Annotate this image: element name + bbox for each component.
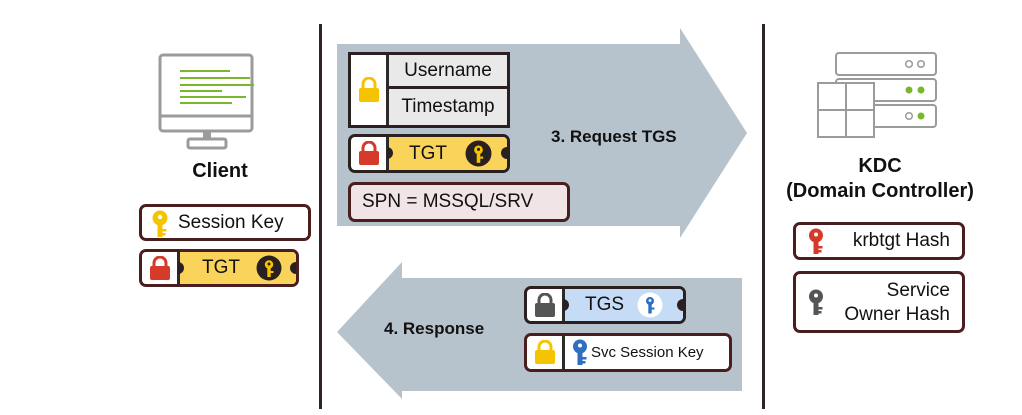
request-tgt-body: TGT	[387, 137, 507, 170]
request-tgt-box: TGT	[348, 134, 510, 173]
service-owner-hash-box: Service Owner Hash	[793, 271, 965, 333]
lock-icon	[359, 77, 379, 102]
key-icon	[809, 228, 823, 254]
key-icon	[256, 255, 282, 281]
token-notch-right-icon	[677, 299, 683, 311]
key-icon	[637, 292, 663, 318]
krbtgt-hash-label: krbtgt Hash	[852, 230, 950, 251]
session-key-box: Session Key	[139, 204, 311, 241]
monitor-icon	[158, 53, 254, 150]
kdc-title: KDC (Domain Controller)	[772, 154, 988, 204]
svc-session-key-box: Svc Session Key	[524, 333, 732, 372]
svc-session-key-label: Svc Session Key	[591, 344, 704, 361]
client-tgt-label: TGT	[202, 257, 240, 278]
token-notch-left-icon	[387, 147, 393, 159]
key-icon	[573, 339, 587, 365]
client-tgt-lock-cell	[142, 252, 180, 284]
key-icon	[465, 140, 492, 167]
token-notch-left-icon	[178, 262, 184, 274]
service-owner-line2: Owner Hash	[844, 304, 950, 325]
lock-icon	[359, 141, 379, 165]
server-icon	[817, 52, 937, 138]
token-notch-right-icon	[501, 147, 507, 159]
username-field: Username	[389, 55, 507, 89]
request-tgs-label: 3. Request TGS	[551, 127, 677, 146]
service-owner-line1: Service	[886, 280, 950, 301]
lock-icon	[535, 293, 555, 317]
client-tgt-box: TGT	[139, 249, 299, 287]
session-key-label: Session Key	[178, 211, 284, 233]
auth-lock-cell	[351, 55, 389, 125]
request-tgt-lock-cell	[351, 137, 389, 170]
response-label: 4. Response	[384, 319, 485, 338]
token-notch-right-icon	[290, 262, 296, 274]
timestamp-field: Timestamp	[389, 89, 507, 125]
lock-icon	[150, 256, 170, 280]
key-icon	[809, 289, 823, 315]
auth-block: Username Timestamp	[348, 52, 510, 128]
spn-box: SPN = MSSQL/SRV	[348, 182, 570, 222]
tgs-label: TGS	[585, 294, 625, 315]
spn-label: SPN = MSSQL/SRV	[362, 191, 534, 212]
service-owner-hash-label: Service Owner Hash	[844, 279, 950, 327]
lock-icon	[535, 340, 555, 364]
tgs-lock-cell	[527, 289, 565, 321]
key-icon	[152, 210, 168, 237]
client-tgt-body: TGT	[178, 252, 296, 284]
kdc-title-line2: (Domain Controller)	[786, 180, 974, 202]
token-notch-left-icon	[563, 299, 569, 311]
tgs-box: TGS	[524, 286, 686, 324]
krbtgt-hash-box: krbtgt Hash	[793, 222, 965, 260]
left-divider	[319, 24, 322, 409]
client-label: Client	[192, 160, 248, 182]
svc-session-lock-cell	[527, 336, 565, 369]
tgs-body: TGS	[563, 289, 683, 321]
right-divider	[762, 24, 765, 409]
kdc-title-line1: KDC	[858, 155, 902, 177]
request-tgt-label: TGT	[409, 142, 447, 164]
